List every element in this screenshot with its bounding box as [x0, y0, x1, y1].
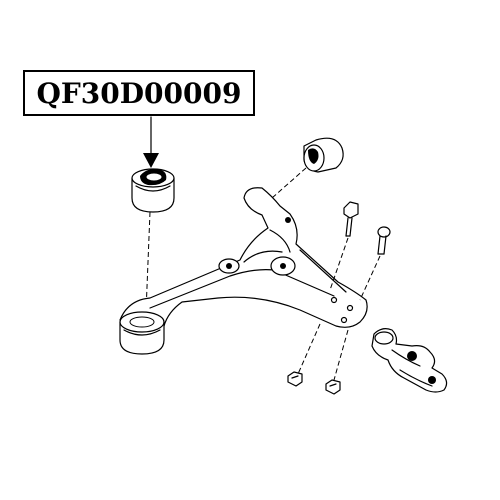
front-bushing-installed	[119, 311, 165, 355]
rear-bushing	[271, 137, 344, 199]
pointer-arrow	[143, 116, 159, 168]
bushing-alignment-axis	[145, 211, 151, 313]
lower-control-arm	[119, 187, 368, 328]
highlighted-bushing	[131, 168, 175, 213]
ball-joint	[371, 328, 448, 393]
bolt-left	[329, 201, 359, 291]
part-number-label: QF30D00009	[23, 70, 255, 116]
nut-right	[325, 329, 349, 395]
nut-left	[287, 323, 321, 387]
bolt-right	[359, 226, 391, 301]
